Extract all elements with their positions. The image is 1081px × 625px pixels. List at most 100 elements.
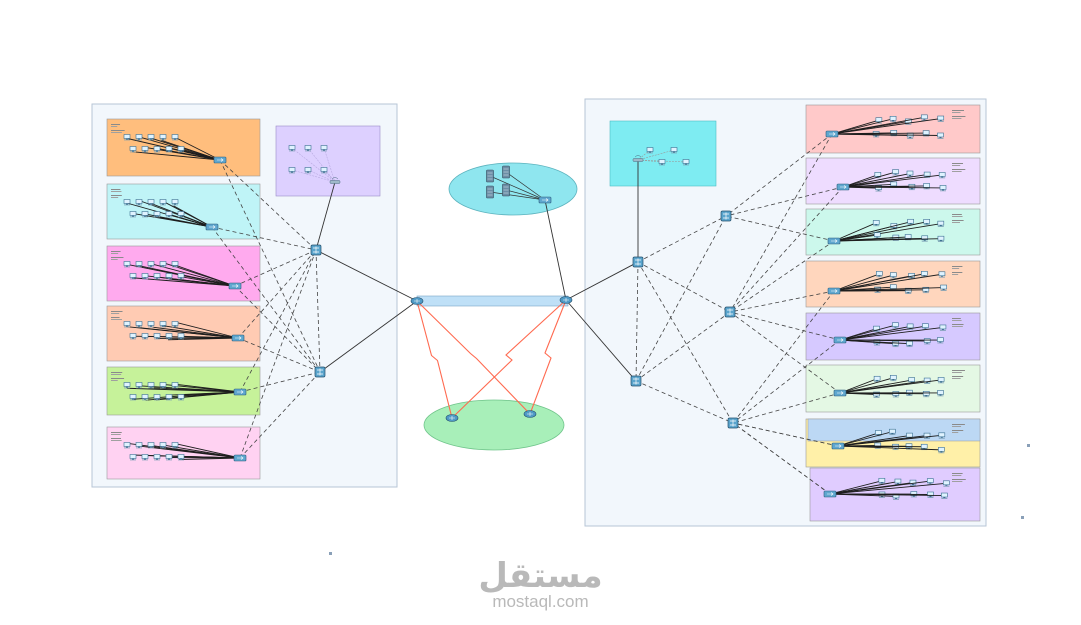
pc-icon — [177, 394, 185, 401]
lan-cable — [833, 234, 878, 242]
device-label-mark — [952, 324, 964, 325]
pc-icon — [288, 145, 296, 152]
redundant-uplink — [635, 215, 727, 382]
left-distribution-switch-b — [314, 366, 326, 378]
pc-icon — [177, 273, 185, 280]
device-label-mark — [952, 318, 961, 319]
pc-icon — [159, 321, 167, 328]
lan-cable — [833, 221, 911, 242]
device-label-mark — [111, 253, 119, 254]
lan-cable — [175, 321, 239, 339]
device-label-mark — [952, 214, 962, 215]
pc-icon — [938, 432, 946, 439]
pc-icon — [938, 172, 946, 179]
redundant-uplink — [729, 311, 841, 394]
pc-icon — [940, 284, 947, 291]
watermark-latin: mostaql.com — [492, 592, 589, 611]
lan-cable — [839, 377, 894, 394]
device-label-mark — [952, 171, 962, 172]
lan-cable — [829, 482, 947, 495]
lan-cluster — [833, 370, 965, 398]
server-uplink — [544, 199, 567, 301]
access-switch-icon — [825, 130, 839, 138]
access-switch-icon — [823, 490, 837, 498]
redundant-uplink — [637, 261, 731, 313]
pc-icon — [159, 261, 167, 268]
lan-cable — [149, 387, 241, 393]
pc-icon — [147, 382, 155, 389]
pc-icon — [937, 377, 945, 384]
pc-icon — [906, 170, 914, 177]
device-label-mark — [952, 372, 962, 373]
right-campus-container — [584, 98, 987, 527]
access-switch-icon — [213, 156, 227, 164]
lan-cable — [163, 325, 239, 339]
pc-icon — [153, 454, 161, 461]
pc-icon — [682, 159, 690, 166]
lan-cable — [179, 335, 239, 339]
lan-cluster — [833, 318, 964, 348]
redundant-uplink — [234, 285, 321, 373]
pc-icon — [123, 134, 131, 141]
serial-link — [416, 300, 453, 419]
server-icon — [502, 183, 510, 197]
pc-icon — [939, 185, 947, 192]
redundant-uplink — [635, 380, 734, 424]
core-link — [315, 249, 418, 302]
device-label-mark — [952, 430, 964, 431]
redundant-uplink — [729, 311, 841, 341]
device-label-mark — [952, 475, 962, 476]
pc-icon — [909, 479, 917, 486]
pc-icon — [135, 261, 143, 268]
pc-icon — [646, 147, 654, 154]
device-label-mark — [111, 130, 125, 131]
redundant-uplink — [637, 261, 734, 424]
access-switch-icon — [827, 237, 841, 245]
redundant-uplink — [239, 371, 321, 459]
redundant-uplink — [732, 392, 841, 424]
pc-icon — [129, 273, 137, 280]
device-label-mark — [111, 126, 118, 127]
pc-icon — [906, 389, 913, 396]
server-farm-switch-icon — [538, 196, 552, 204]
lan-cable — [833, 222, 877, 242]
redundant-uplink — [637, 215, 727, 263]
pc-icon — [135, 134, 143, 141]
redundant-uplink — [234, 249, 317, 287]
pc-icon — [177, 211, 185, 218]
lan-cable — [839, 327, 943, 341]
redundant-uplink — [239, 249, 317, 393]
core-link — [565, 299, 637, 382]
pc-icon — [937, 220, 945, 227]
redundant-uplink — [237, 249, 317, 339]
device-label-mark — [952, 376, 964, 377]
pc-icon — [878, 477, 886, 485]
lan-cluster — [111, 432, 247, 462]
lan-cable — [829, 480, 882, 495]
pc-icon — [889, 115, 897, 123]
lan-cluster — [827, 214, 964, 245]
pc-icon — [889, 374, 897, 382]
pc-icon — [135, 382, 143, 389]
device-label-mark — [111, 124, 121, 125]
lan-cluster — [111, 189, 219, 231]
server-farm-cloud — [448, 162, 578, 216]
pc-icon — [135, 321, 143, 328]
right-area-3 — [805, 208, 981, 256]
pc-icon — [165, 333, 173, 340]
lan-cable — [180, 276, 236, 287]
access-switch-icon — [228, 282, 242, 290]
lan-cable — [831, 118, 894, 135]
device-label-mark — [952, 424, 965, 425]
server-link — [505, 189, 546, 201]
pc-icon — [153, 146, 161, 153]
lan-cable — [833, 238, 941, 242]
lan-cluster — [111, 124, 227, 164]
pc-icon — [892, 322, 899, 329]
device-label-mark — [952, 326, 963, 327]
left-distribution-switch-a — [310, 244, 322, 256]
wireless-link — [637, 149, 675, 161]
redundant-uplink — [729, 133, 833, 313]
server-link — [489, 175, 546, 201]
device-label-mark — [952, 426, 962, 427]
